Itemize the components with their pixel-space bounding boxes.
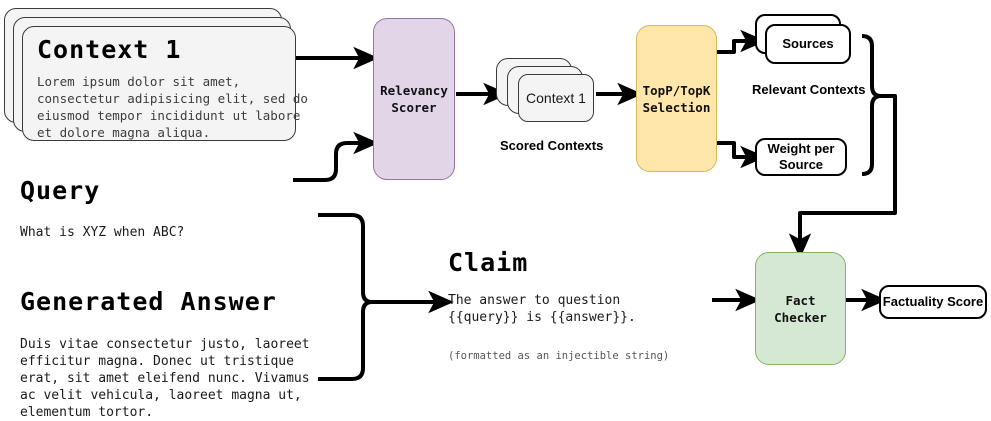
scored-card-front[interactable]: Context 1	[518, 74, 594, 122]
fact-checker-node[interactable]: Fact Checker	[755, 252, 846, 365]
sources-card-front[interactable]: Sources	[765, 24, 851, 64]
context-card-front[interactable]: Context 1 Lorem ipsum dolor sit amet, co…	[22, 26, 308, 141]
topp-topk-selection-node[interactable]: TopP/TopK Selection	[636, 25, 717, 172]
arrow-relevant-to-factchecker	[788, 94, 897, 259]
factuality-score-box[interactable]: Factuality Score	[879, 285, 987, 319]
relevancy-scorer-node[interactable]: Relevancy Scorer	[373, 18, 455, 180]
context-card-title: Context 1	[37, 35, 182, 64]
relevant-contexts-label: Relevant Contexts	[752, 82, 866, 97]
connector-layer	[293, 29, 897, 381]
context-card-body: Lorem ipsum dolor sit amet, consectetur …	[37, 74, 308, 140]
claim-note: (formatted as an injectible string)	[448, 350, 670, 362]
arrow-query-to-scorer	[293, 131, 379, 182]
generated-answer-heading: Generated Answer	[20, 287, 277, 316]
query-text: What is XYZ when ABC?	[20, 225, 185, 240]
brace-left	[318, 213, 374, 381]
arrow-selection-to-sources	[717, 29, 766, 54]
diagram-canvas: Context 1 Lorem ipsum dolor sit amet, co…	[4, 8, 987, 420]
brace-right	[861, 34, 883, 176]
arrow-selection-to-weight	[717, 141, 766, 169]
weight-per-source-box[interactable]: Weight per Source	[755, 138, 847, 176]
generated-answer-text: Duis vitae consectetur justo, laoreet ef…	[20, 337, 310, 420]
claim-text: The answer to question {{query}} is {{an…	[448, 293, 636, 325]
query-heading: Query	[20, 176, 101, 205]
claim-heading: Claim	[448, 248, 529, 277]
scored-contexts-label: Scored Contexts	[500, 138, 604, 153]
